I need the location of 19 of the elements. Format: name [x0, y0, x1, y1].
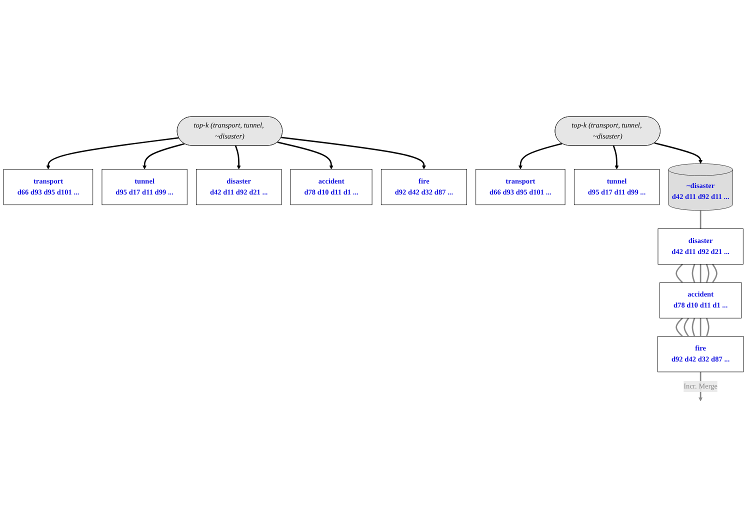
connector — [700, 264, 702, 283]
arrow — [46, 137, 180, 170]
arrow — [277, 142, 334, 170]
arrow — [654, 142, 703, 164]
connector — [676, 318, 683, 338]
arrow — [518, 143, 562, 170]
arrow — [234, 146, 241, 170]
connector — [700, 318, 702, 337]
connector — [684, 318, 690, 337]
connector — [706, 318, 710, 337]
connector — [700, 210, 702, 229]
arrow — [142, 143, 185, 170]
connector — [692, 264, 696, 283]
arrow — [612, 146, 619, 170]
connector — [692, 318, 696, 337]
connector — [706, 264, 710, 283]
connector — [676, 264, 683, 284]
connector — [712, 264, 718, 284]
arrow — [281, 136, 426, 170]
